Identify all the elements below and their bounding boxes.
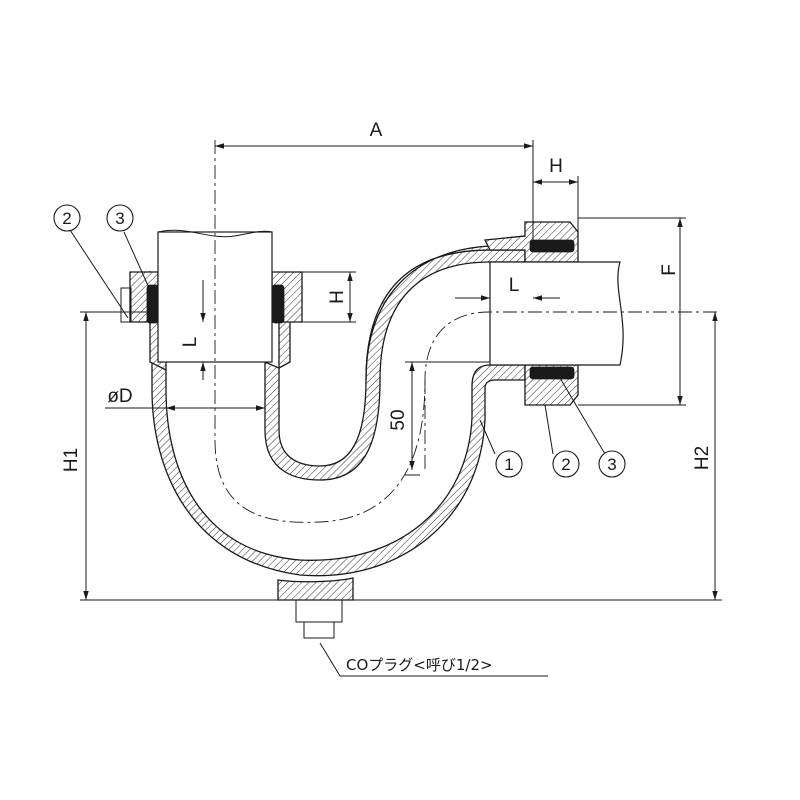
svg-text:2: 2 (62, 209, 71, 228)
co-plug-note: COプラグ<呼び1/2> (346, 656, 493, 674)
callout-left-3: 3 (106, 204, 134, 232)
callout-right-2: 2 (552, 450, 580, 478)
callout-right-1: 1 (495, 450, 523, 478)
callout-left-2: 2 (53, 204, 81, 232)
dim-f-label: F (659, 264, 680, 276)
dim-h-top-label: H (549, 156, 563, 177)
dim-diameter-label: øD (107, 386, 132, 407)
dim-a-label: A (370, 120, 383, 141)
leaders (69, 229, 606, 677)
co-plug (295, 599, 343, 639)
center-lines (214, 140, 720, 523)
svg-text:3: 3 (607, 455, 616, 474)
right-socket (483, 221, 624, 406)
dim-50-label: 50 (388, 409, 409, 430)
svg-text:1: 1 (504, 455, 513, 474)
left-socket (120, 229, 303, 372)
dim-h2-label: H2 (692, 446, 713, 470)
dimensions (80, 140, 722, 601)
dim-l-left-label: L (180, 337, 201, 348)
svg-text:3: 3 (115, 209, 124, 228)
callout-right-3: 3 (598, 450, 626, 478)
dim-l-right-label: L (509, 275, 520, 296)
svg-text:2: 2 (561, 455, 570, 474)
dim-h-left-label: H (327, 290, 348, 304)
dim-h1-label: H1 (61, 448, 82, 472)
